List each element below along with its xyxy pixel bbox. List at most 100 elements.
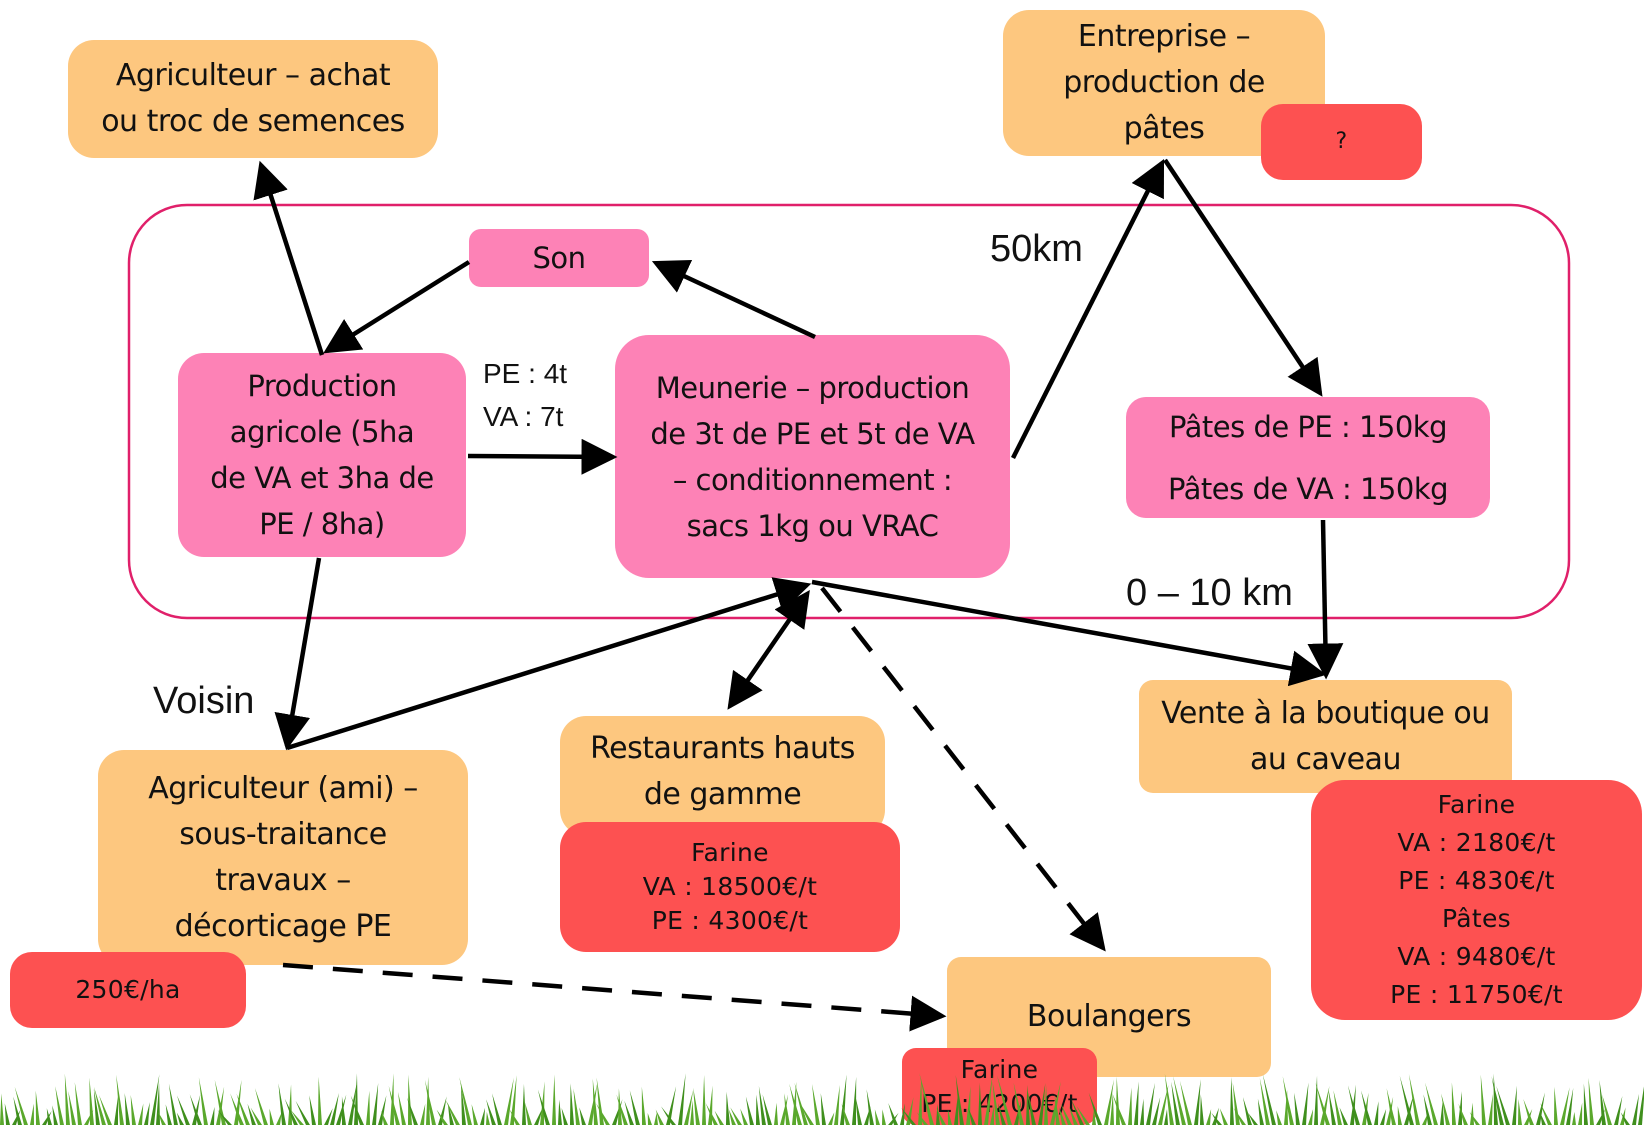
- grass-blade: [324, 1108, 333, 1125]
- grass-blade: [1554, 1086, 1558, 1125]
- grass-blade: [522, 1084, 526, 1125]
- grass-blade: [690, 1100, 694, 1125]
- grass-blade: [745, 1096, 754, 1125]
- node-text-line: Restaurants hauts: [590, 731, 855, 766]
- grass-blade: [116, 1074, 124, 1125]
- grass-blade: [888, 1103, 898, 1125]
- grass-blade: [1276, 1110, 1282, 1125]
- node-text-line: PE : 4300€/t: [651, 906, 809, 935]
- grass-blade: [408, 1074, 412, 1125]
- grass-blade: [52, 1105, 58, 1125]
- node-text-line: VA : 18500€/t: [642, 872, 818, 901]
- arrow-icon: [1163, 158, 1323, 397]
- grass-blade: [784, 1093, 790, 1125]
- grass-blade: [1060, 1103, 1072, 1125]
- grass-blade: [1423, 1094, 1432, 1125]
- arrow-icon: [811, 579, 1327, 687]
- grass-blade: [1386, 1088, 1396, 1125]
- grass-blade: [192, 1094, 201, 1125]
- grass-blade: [780, 1094, 789, 1125]
- node-ami-price: 250€/ha: [10, 952, 246, 1028]
- label-va-qty: VA : 7t: [483, 401, 564, 432]
- node-text-line: de VA et 3ha de: [210, 461, 434, 495]
- grass-blade: [936, 1103, 940, 1125]
- grass-blade: [702, 1075, 706, 1125]
- node-text-line: – conditionnement :: [672, 462, 953, 497]
- node-text-line: production de: [1063, 65, 1265, 100]
- grass-blade: [1540, 1112, 1546, 1125]
- arrow-icon: [820, 586, 1106, 952]
- grass-blade: [1219, 1108, 1228, 1125]
- grass-blade: [1491, 1076, 1504, 1125]
- grass-blade: [1512, 1085, 1517, 1125]
- grass-blade: [1399, 1075, 1414, 1125]
- grass-blade: [794, 1082, 808, 1125]
- grass-blade: [1496, 1086, 1510, 1125]
- node-text-line: PE : 11750€/t: [1390, 980, 1563, 1009]
- grass-blade: [1104, 1079, 1114, 1125]
- grass-blade: [756, 1094, 760, 1125]
- grass-blade: [0, 1093, 4, 1125]
- grass-blade: [666, 1086, 677, 1125]
- grass-blade: [1440, 1101, 1444, 1125]
- grass-blade: [309, 1095, 316, 1125]
- grass-blade: [1572, 1111, 1576, 1125]
- grass-blade: [990, 1105, 994, 1125]
- node-text-line: Production: [247, 369, 397, 403]
- arrow-icon: [467, 438, 618, 475]
- grass-blade: [1232, 1082, 1240, 1125]
- grass-blade: [492, 1093, 502, 1125]
- farm-boundary-frame: [127, 203, 1571, 620]
- node-text-line: Meunerie – production: [655, 370, 970, 405]
- grass-blade: [1206, 1109, 1212, 1125]
- grass-blade: [114, 1096, 118, 1125]
- grass-blade: [198, 1077, 208, 1125]
- grass-blade: [684, 1090, 694, 1125]
- grass-blade: [1134, 1081, 1139, 1125]
- grass-blade: [1257, 1098, 1264, 1125]
- node-text-line: de 3t de PE et 5t de VA: [650, 416, 975, 451]
- grass-blade: [189, 1094, 202, 1125]
- grass-blade: [1110, 1092, 1114, 1125]
- grass-blade: [661, 1106, 676, 1125]
- grass-blade: [1069, 1106, 1078, 1125]
- grass-blade: [984, 1074, 993, 1125]
- grass-blade: [1588, 1077, 1594, 1125]
- node-text-line: ou troc de semences: [101, 104, 405, 139]
- grass-blade: [1339, 1107, 1348, 1125]
- grass-blade: [93, 1088, 100, 1125]
- grass-blade: [537, 1089, 550, 1125]
- grass-blade: [214, 1079, 226, 1125]
- grass-blade: [693, 1087, 700, 1125]
- arrow-icon: [1010, 158, 1165, 460]
- grass-blade: [1536, 1092, 1545, 1125]
- node-text-line: PE : 4830€/t: [1398, 866, 1555, 895]
- grass-blade: [1179, 1081, 1192, 1125]
- grass-blade: [510, 1075, 517, 1125]
- grass-blade: [1262, 1074, 1276, 1125]
- grass-blade: [997, 1075, 1012, 1125]
- grass-blade: [820, 1093, 826, 1125]
- grass-blade: [1425, 1082, 1438, 1125]
- grass-blade: [1578, 1102, 1583, 1125]
- grass-blade: [1620, 1112, 1630, 1125]
- grass-blade: [1076, 1105, 1090, 1125]
- grass-blade: [46, 1108, 52, 1125]
- grass-blade: [420, 1103, 426, 1125]
- grass-blade: [138, 1103, 144, 1125]
- label-voisin: Voisin: [153, 680, 255, 722]
- grass-blade: [534, 1106, 544, 1125]
- grass-blade: [579, 1107, 586, 1125]
- grass-blade: [278, 1083, 286, 1125]
- arrow-icon: [1307, 519, 1344, 680]
- grass-blade: [1560, 1087, 1570, 1125]
- grass-blade: [130, 1094, 136, 1125]
- grass-blade: [1128, 1087, 1132, 1125]
- grass-blade: [1328, 1089, 1336, 1125]
- grass-blade: [1230, 1076, 1234, 1125]
